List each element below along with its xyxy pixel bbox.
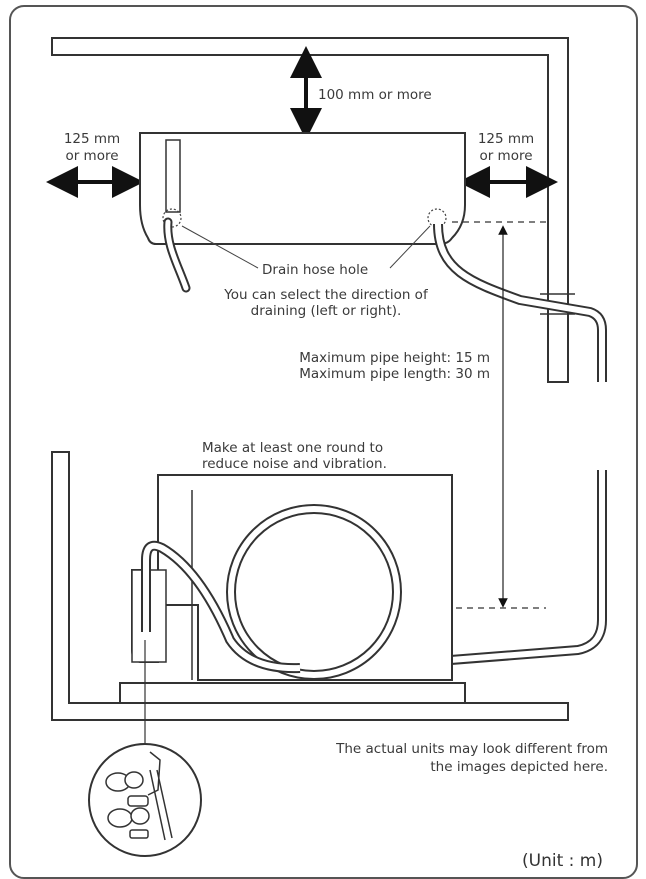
outdoor-base (119, 682, 466, 704)
top-clearance-label: 100 mm or more (318, 87, 432, 103)
round-note-line1: Make at least one round to (202, 440, 384, 456)
disclaimer-line1: The actual units may look different from (336, 741, 608, 757)
max-height-label: Maximum pipe height: 15 m (299, 350, 490, 366)
drain-hose-hole-label: Drain hose hole (262, 262, 369, 278)
select-direction-line1: You can select the direction of (224, 287, 428, 303)
lower-wall (51, 451, 569, 721)
upper-wall (51, 37, 569, 383)
drain-pointer-left (181, 225, 259, 269)
frame-border (9, 5, 638, 879)
left-clearance-label-line1: 125 mm (63, 131, 121, 147)
right-drain-hole (427, 208, 447, 228)
unit-label: (Unit : m) (522, 851, 603, 871)
valve-detail-icon (105, 751, 173, 841)
indoor-unit (139, 132, 466, 245)
disclaimer-line2: the images depicted here. (430, 759, 608, 775)
left-clearance-label-line2: or more (65, 148, 119, 164)
round-note-line2: reduce noise and vibration. (202, 456, 387, 472)
outdoor-unit (131, 474, 453, 681)
indoor-inner-pipe (165, 139, 181, 213)
drain-pointer-right (389, 225, 431, 269)
select-direction-line2: draining (left or right). (250, 303, 402, 319)
max-length-label: Maximum pipe length: 30 m (299, 366, 490, 382)
right-clearance-label-line2: or more (479, 148, 533, 164)
right-clearance-label-line1: 125 mm (477, 131, 535, 147)
left-drain-hole (162, 208, 182, 228)
